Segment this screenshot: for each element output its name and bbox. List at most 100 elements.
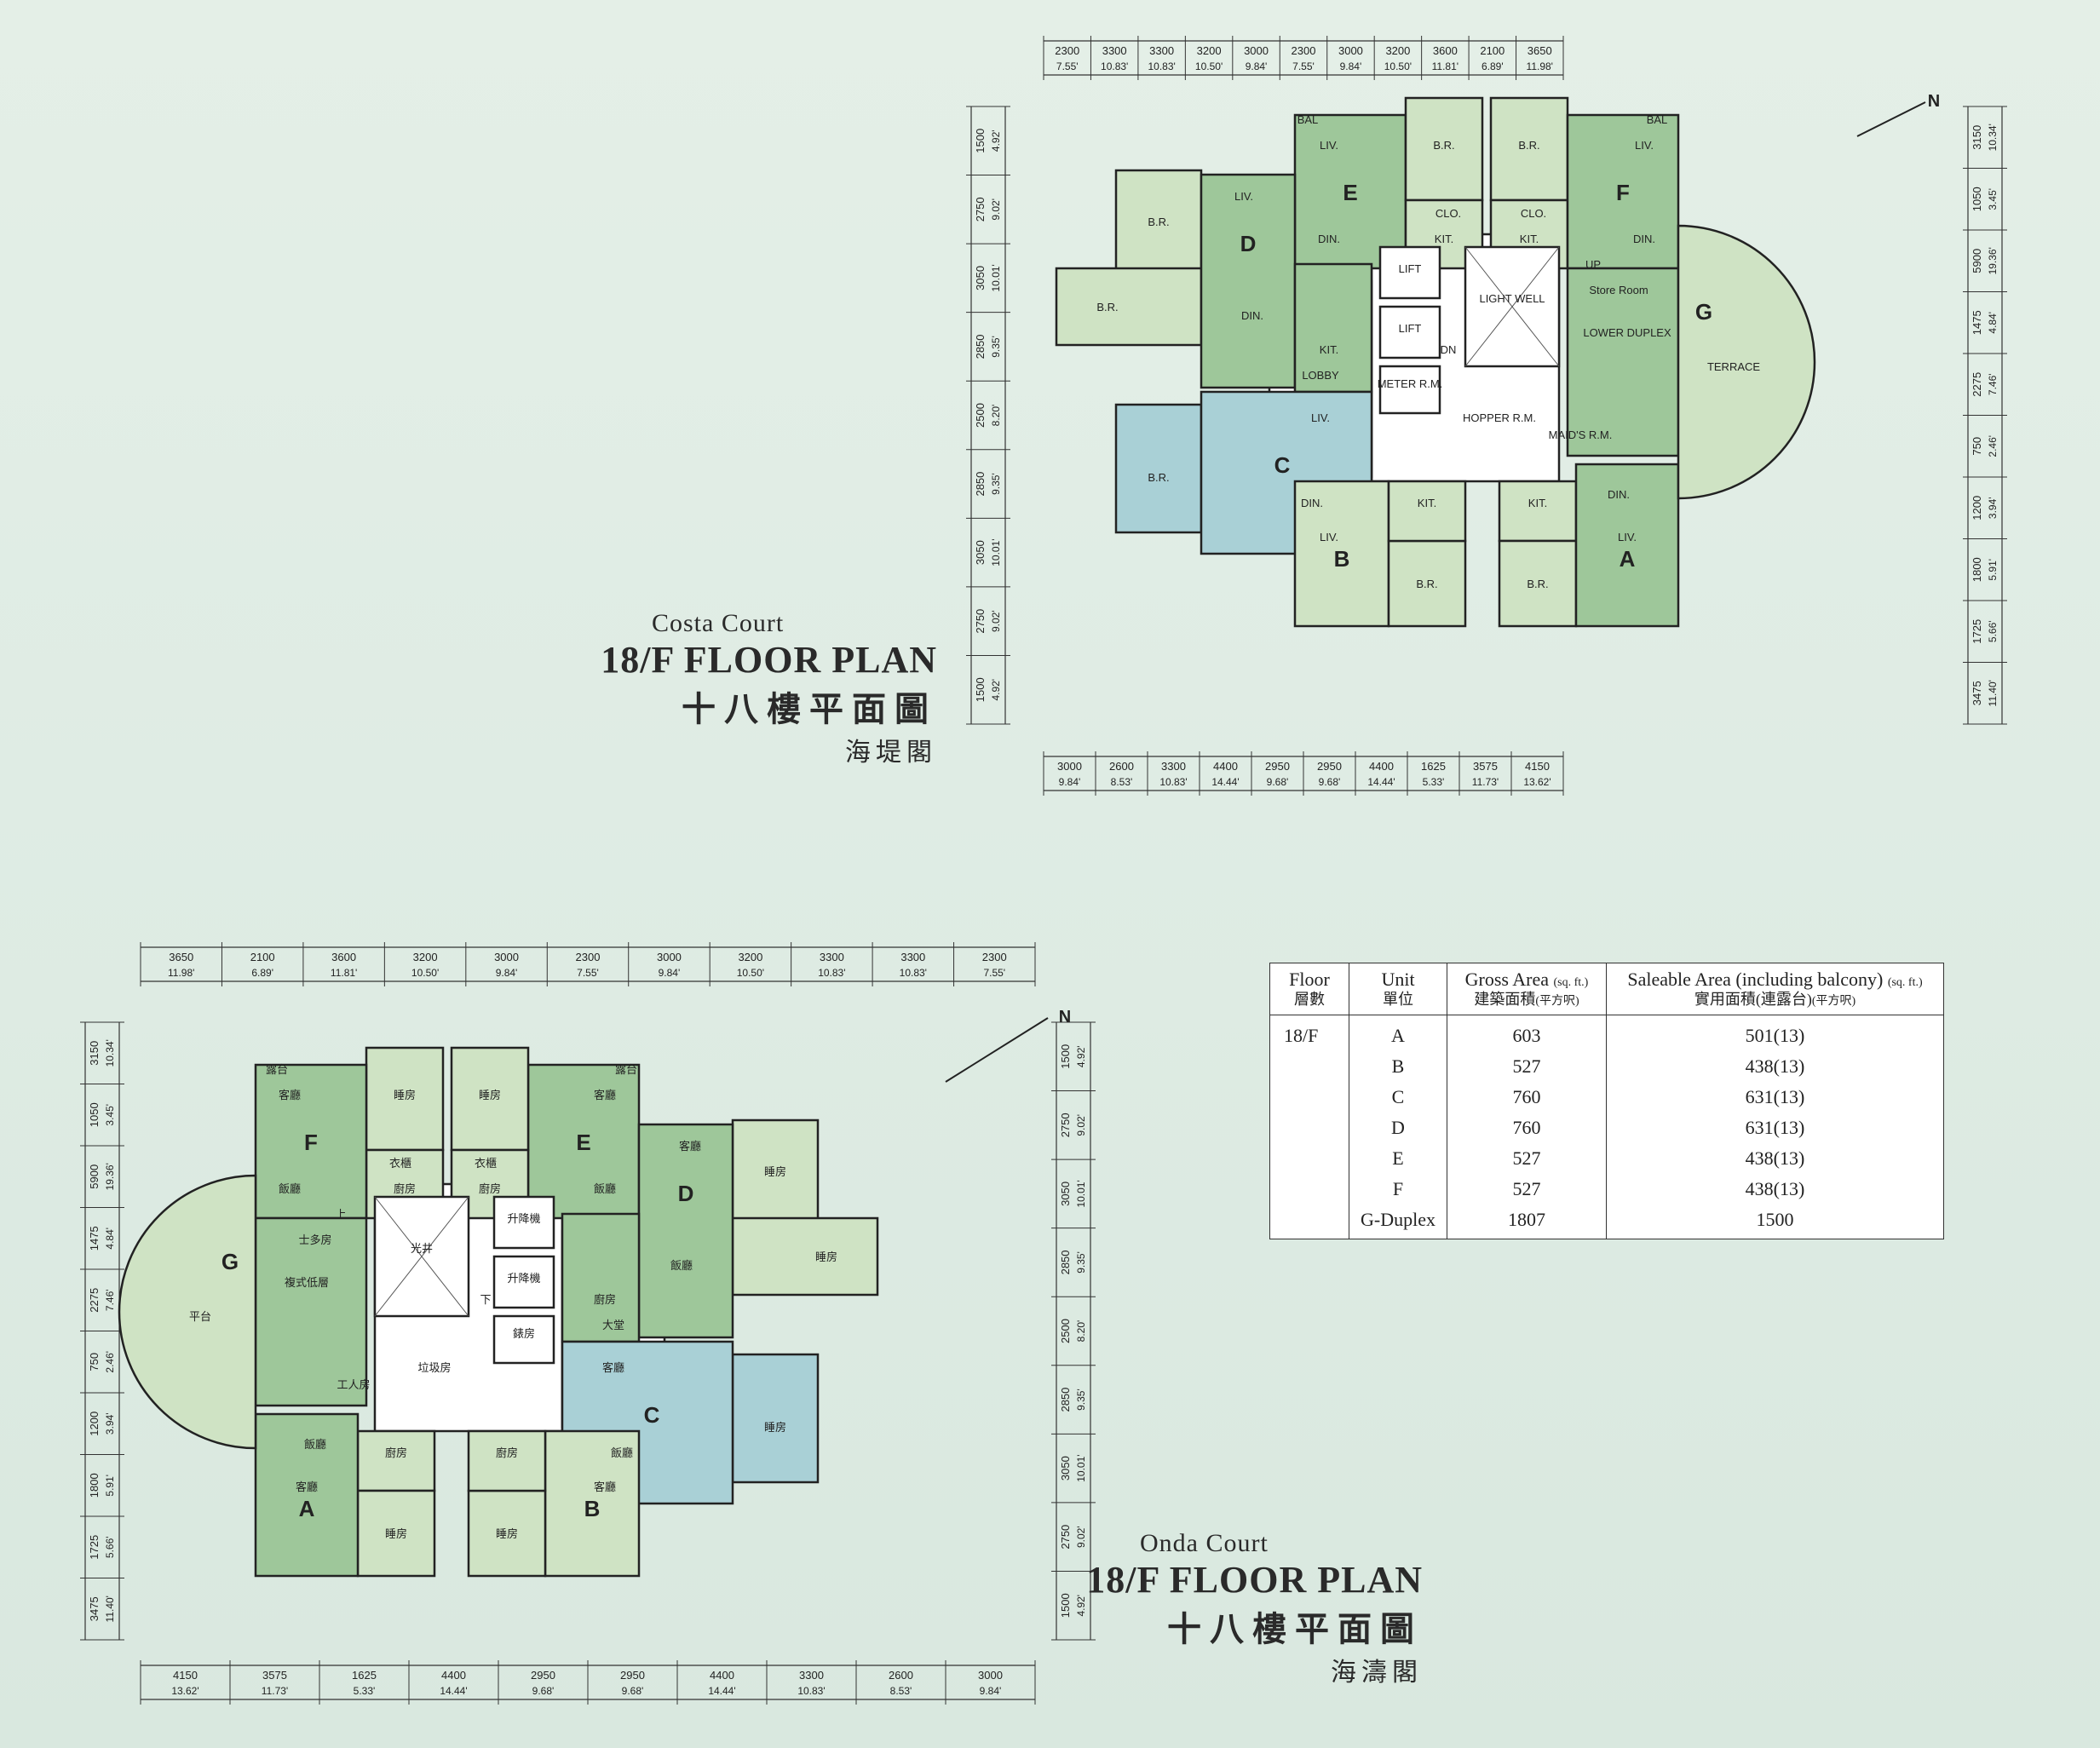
meter-room (1378, 365, 1441, 415)
costa-top-dim-ft: 10.83' (1148, 60, 1175, 72)
costa-left-dim-mm: 2500 (974, 403, 987, 428)
onda-left-dim-ft: 10.34' (104, 1039, 116, 1067)
costa-bottom-dim-mm: 2600 (1109, 760, 1134, 773)
onda-bottom-dim-ft: 10.83' (797, 1685, 825, 1697)
store-label: Store Room (1589, 284, 1648, 296)
costa-top-dim-ft: 10.83' (1101, 60, 1128, 72)
table-row: B 527 438(13) (1269, 1051, 1944, 1083)
costa-bottom-dim-mm: 4150 (1525, 760, 1550, 773)
dn-label: 下 (480, 1293, 491, 1306)
onda-left-dim-ft: 5.91' (104, 1475, 116, 1497)
onda-plan-title-zh: 十八樓平面圖 (1167, 1610, 1423, 1648)
onda-bottom-dim-ft: 5.33' (354, 1685, 376, 1697)
meter-label: METER R.M. (1378, 377, 1443, 390)
unit-cell: F (1349, 1174, 1447, 1205)
onda-top-dim-mm: 3000 (494, 951, 519, 963)
onda-right-dim-mm: 2850 (1059, 1388, 1072, 1412)
unit-a-kit: KIT. (1528, 497, 1547, 509)
unit-f-label: F (1616, 180, 1630, 205)
costa-left-dim-mm: 3050 (974, 266, 987, 290)
header-saleable-zh-unit: (平方呎) (1811, 995, 1856, 1009)
costa-top-dim-ft: 7.55' (1056, 60, 1079, 72)
unit-g-living (1566, 267, 1680, 457)
onda-left-dim-mm: 3475 (88, 1596, 101, 1621)
onda-right-dim-ft: 9.35' (1075, 1389, 1087, 1411)
costa-left-dim-mm: 3050 (974, 540, 987, 565)
onda-right-dim-ft: 9.02' (1075, 1526, 1087, 1548)
costa-bottom-dim-mm: 1625 (1421, 760, 1446, 773)
costa-bottom-dim-ft: 5.33' (1423, 776, 1445, 788)
costa-top-dim-ft: 9.84' (1340, 60, 1362, 72)
onda-top-dim-ft: 7.55' (983, 967, 1005, 979)
unit-cell: A (1349, 1015, 1447, 1052)
floor-cell (1269, 1143, 1349, 1175)
unit-g-terrace (118, 1174, 257, 1450)
unit-e-kit: KIT. (1435, 233, 1453, 245)
floor-cell (1269, 1113, 1349, 1144)
unit-b-living (1293, 480, 1390, 628)
unit-f-bedroom (1489, 96, 1569, 202)
costa-plan-title: 18/F FLOOR PLAN (601, 639, 937, 681)
header-gross: Gross Area (sq. ft.) 建築面積(平方呎) (1447, 962, 1607, 1016)
unit-a-living (254, 1412, 360, 1578)
onda-left-dim-mm: 3150 (88, 1041, 101, 1066)
lobby-label: LOBBY (1302, 369, 1339, 382)
onda-top-dim-ft: 11.98' (168, 967, 194, 979)
unit-f-living (1566, 113, 1680, 270)
costa-right-dim-mm: 1725 (1971, 619, 1983, 644)
onda-left-dim-mm: 1800 (88, 1473, 101, 1498)
lift-1-label: LIFT (1399, 262, 1422, 275)
north-label: N (1928, 92, 1940, 111)
onda-top-dim-mm: 2100 (250, 951, 275, 963)
unit-g-label: G (1695, 299, 1712, 325)
onda-right-dim-mm: 3050 (1059, 1182, 1072, 1206)
costa-right-dim-mm: 1200 (1971, 496, 1983, 520)
unit-e-bedroom-label: 睡房 (479, 1089, 501, 1101)
onda-top-dim-mm: 3200 (738, 951, 762, 963)
up-label: UP (1585, 258, 1601, 271)
costa-top-dim-mm: 2300 (1055, 44, 1079, 57)
onda-top-dim-ft: 9.84' (496, 967, 518, 979)
onda-bottom-dim-mm: 3575 (262, 1669, 287, 1682)
costa-right-dim-ft: 4.84' (1987, 312, 1999, 334)
unit-c-label: C (1274, 452, 1291, 478)
costa-bottom-dim-ft: 8.53' (1111, 776, 1133, 788)
onda-top-dim-mm: 2300 (982, 951, 1007, 963)
costa-right-dim-mm: 1800 (1971, 557, 1983, 582)
unit-c-bedroom (731, 1353, 820, 1484)
unit-e-label: E (1343, 180, 1357, 205)
unit-f-liv: LIV. (1635, 139, 1654, 152)
onda-bottom-dim-mm: 2600 (889, 1669, 913, 1682)
onda-left-dim-ft: 11.40' (104, 1596, 116, 1622)
onda-left-dim-ft: 3.94' (104, 1412, 116, 1435)
saleable-cell: 631(13) (1606, 1082, 1944, 1113)
header-floor: Floor 層數 (1269, 962, 1349, 1016)
costa-right-dim-mm: 3150 (1971, 125, 1983, 150)
unit-cell: B (1349, 1051, 1447, 1083)
costa-left-dim-ft: 9.35' (990, 473, 1002, 495)
table-row: E 527 438(13) (1269, 1143, 1944, 1175)
unit-d-din: 飯廳 (670, 1259, 693, 1272)
onda-left-dim-mm: 5900 (88, 1164, 101, 1189)
onda-top-dim-mm: 3300 (820, 951, 844, 963)
onda-right-dim-mm: 2750 (1059, 1525, 1072, 1550)
costa-left-dim-ft: 8.20' (990, 405, 1002, 427)
light-well-cross (374, 1196, 469, 1317)
unit-d-bedroom-label: 睡房 (764, 1165, 786, 1178)
onda-bottom-dim-ft: 9.68' (532, 1685, 555, 1697)
costa-bottom-dim-ft: 10.83' (1159, 776, 1187, 788)
north-label: N (1059, 1008, 1071, 1026)
costa-right-dim-ft: 19.36' (1987, 247, 1999, 274)
bal-label: BAL (1297, 113, 1319, 126)
costa-left-dim-ft: 10.01' (990, 538, 1002, 566)
unit-b-din: 飯廳 (611, 1446, 633, 1459)
costa-bottom-dim-ft: 14.44' (1211, 776, 1239, 788)
costa-plan-title-zh: 十八樓平面圖 (682, 690, 937, 728)
unit-a-din: DIN. (1608, 488, 1630, 501)
costa-top-dim-mm: 3600 (1433, 44, 1458, 57)
unit-f-din: DIN. (1633, 233, 1655, 245)
floor-cell (1269, 1051, 1349, 1083)
floor-cell: 18/F (1269, 1015, 1349, 1052)
unit-f-bedroom-label: 睡房 (394, 1089, 416, 1101)
unit-b-label: B (584, 1496, 601, 1521)
